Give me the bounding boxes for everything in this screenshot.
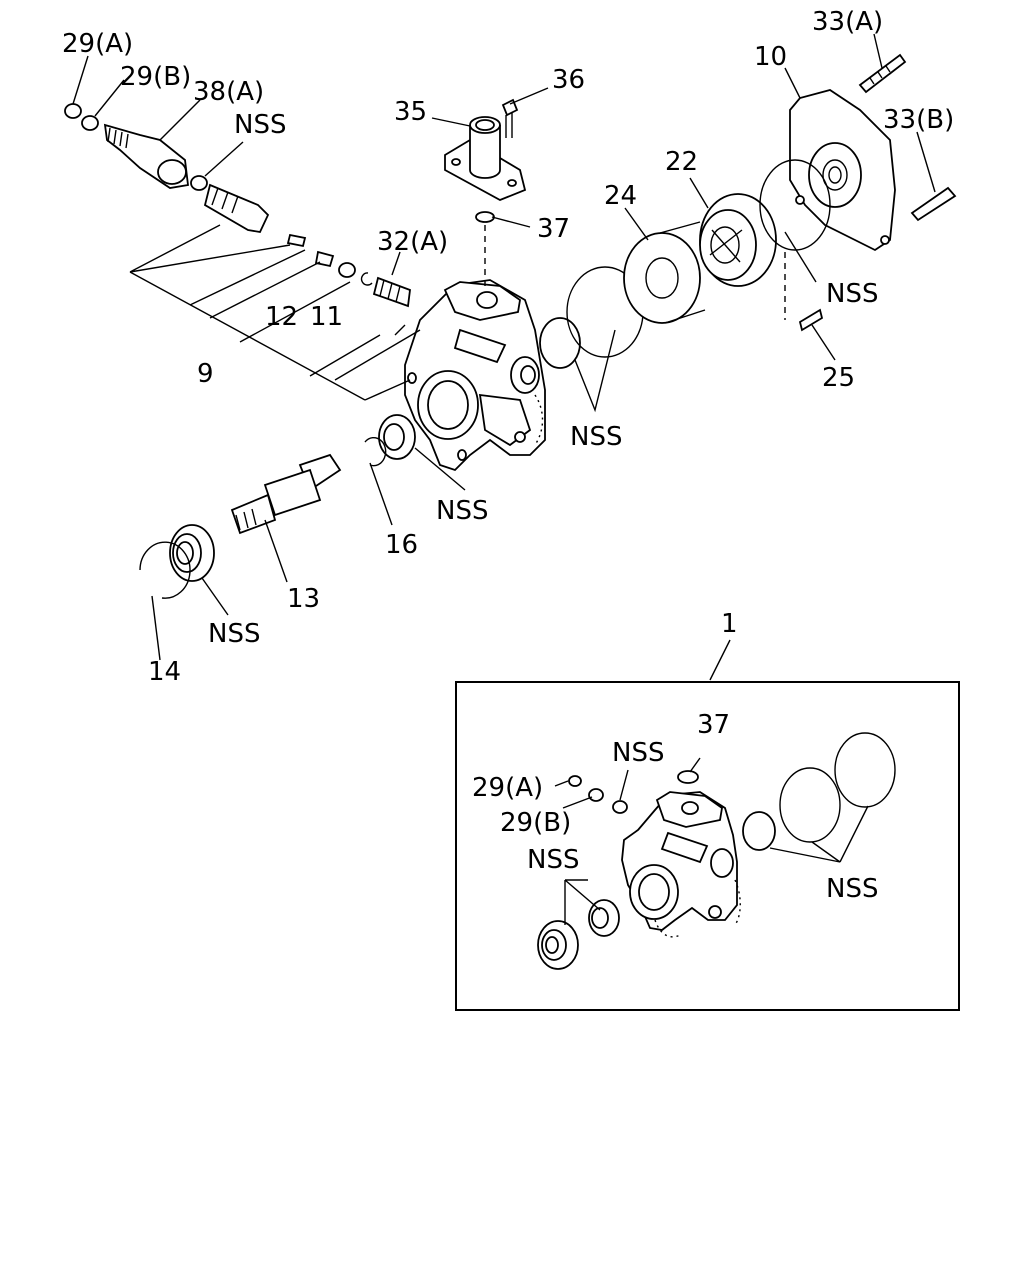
label-22: 22 <box>665 147 698 177</box>
label-33b: 33(B) <box>883 105 954 135</box>
label-nss-cover: NSS <box>826 279 878 309</box>
label-35: 35 <box>394 97 427 127</box>
label-16: 16 <box>385 530 418 560</box>
label-14: 14 <box>148 657 181 687</box>
inset-box <box>455 681 960 1011</box>
inset-label-37: 37 <box>697 710 730 740</box>
cam-ring-rotor <box>623 193 777 324</box>
label-nss-bushing: NSS <box>436 496 488 526</box>
label-29b-top: 29(B) <box>120 62 191 92</box>
inset-label-nss-top: NSS <box>612 738 664 768</box>
label-nss-bearing: NSS <box>208 619 260 649</box>
callout-labels: 29(A) 29(B) 38(A) NSS 35 36 37 33(A) 10 … <box>62 7 954 904</box>
inset-label-nss-left: NSS <box>527 845 579 875</box>
label-36: 36 <box>552 65 585 95</box>
label-13: 13 <box>287 584 320 614</box>
label-24: 24 <box>604 181 637 211</box>
label-29a-top: 29(A) <box>62 29 133 59</box>
label-10: 10 <box>754 42 787 72</box>
inset-label-29a: 29(A) <box>472 773 543 803</box>
label-11: 11 <box>310 302 343 332</box>
label-9: 9 <box>197 359 214 389</box>
label-33a: 33(A) <box>812 7 883 37</box>
label-25: 25 <box>822 363 855 393</box>
inset-label-nss-right: NSS <box>826 874 878 904</box>
relief-valve-parts <box>64 103 411 308</box>
label-nss-valve: NSS <box>234 110 286 140</box>
leader-lines <box>72 33 936 681</box>
shaft-assembly <box>139 414 416 599</box>
label-32a: 32(A) <box>377 227 448 257</box>
flange-fitting <box>444 98 527 290</box>
pump-body <box>404 279 546 472</box>
label-1: 1 <box>721 609 738 639</box>
rear-cover <box>759 53 957 332</box>
group-bracket-lines <box>129 224 421 401</box>
label-nss-rings: NSS <box>570 422 622 452</box>
label-37-top: 37 <box>537 214 570 244</box>
label-12: 12 <box>265 302 298 332</box>
label-38a: 38(A) <box>193 77 264 107</box>
inset-label-29b: 29(B) <box>500 808 571 838</box>
